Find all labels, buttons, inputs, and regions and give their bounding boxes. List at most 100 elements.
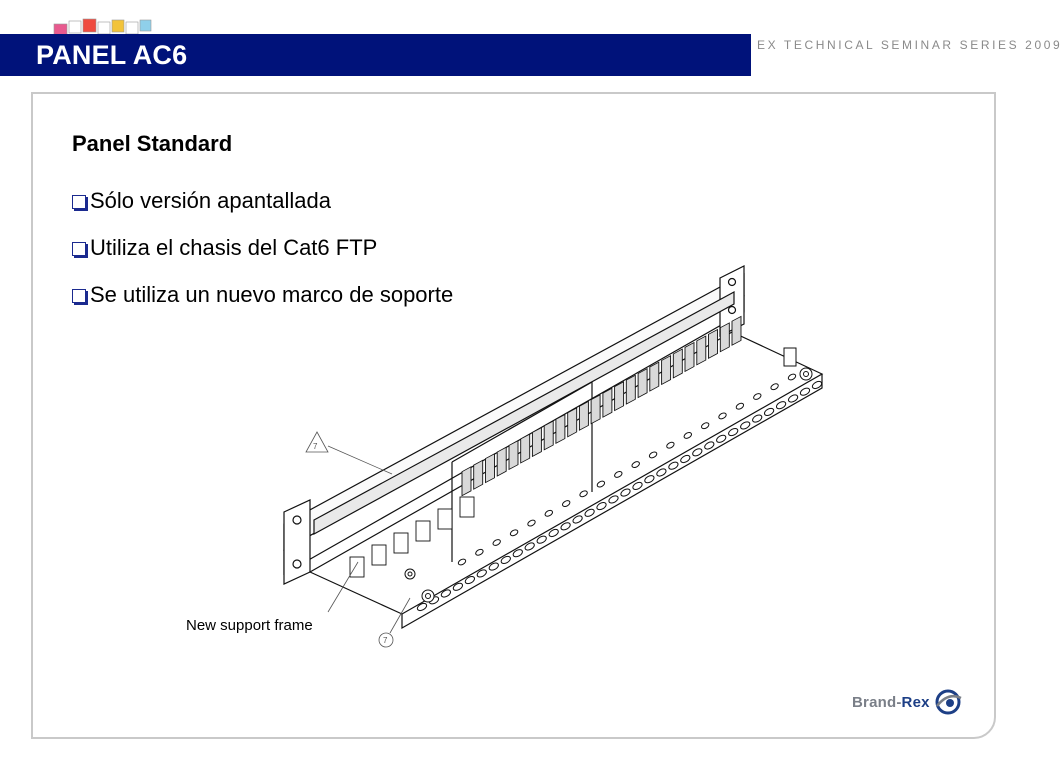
cable-tie-loop — [561, 500, 571, 508]
cable-tie-loop — [752, 414, 763, 423]
cable-tie-loop — [648, 451, 658, 459]
cable-tie-loop — [500, 555, 511, 564]
cable-tie-loop — [512, 549, 523, 558]
cable-tie-loop — [683, 431, 693, 439]
jack-module — [625, 374, 636, 405]
cable-tie-loop — [579, 490, 588, 498]
brand-name-part1: Brand- — [852, 693, 902, 711]
cable-tie-loop — [572, 515, 583, 524]
jack-module — [602, 387, 613, 418]
cable-tie-loop — [509, 529, 519, 537]
patch-panel-drawing: 7 7 — [283, 265, 824, 648]
jack-module — [567, 407, 578, 438]
jack-modules — [349, 315, 742, 578]
cable-tie-loop — [753, 393, 762, 400]
bullet-text: Se utiliza un nuevo marco de soporte — [90, 281, 454, 307]
cable-tie-loop — [560, 522, 571, 531]
cable-tie-loop — [548, 528, 559, 538]
jack-module — [731, 315, 742, 346]
bullet-item: Sólo versión apantallada — [72, 177, 453, 224]
checkbox-bullet-icon — [72, 241, 86, 256]
jack-module — [684, 341, 695, 373]
cable-tie-loop — [536, 535, 547, 544]
cable-tie-loop — [740, 421, 751, 430]
empty-jack-slot — [349, 556, 365, 578]
cable-tie-loop — [787, 373, 797, 381]
cable-tie-loop — [492, 539, 501, 546]
jack-module — [496, 446, 507, 477]
jack-module — [719, 322, 730, 353]
drawing-caption: New support frame — [186, 617, 313, 634]
jack-module — [672, 348, 683, 379]
callout-bottom-label: 7 — [383, 636, 388, 645]
cable-tie-loop — [584, 508, 595, 517]
jack-module — [485, 453, 495, 484]
cable-tie-loop — [631, 461, 640, 469]
jack-module — [590, 394, 601, 425]
jack-module — [555, 413, 566, 445]
cable-tie-loop — [680, 454, 691, 464]
jack-module — [637, 368, 648, 399]
checkbox-bullet-icon — [72, 288, 86, 303]
bullet-item: Se utiliza un nuevo marco de soporte — [72, 271, 453, 318]
seminar-logo — [53, 18, 152, 38]
cable-tie-loop — [763, 407, 775, 416]
jack-module — [578, 400, 589, 431]
cable-tie-loop — [527, 519, 536, 527]
cable-tie-loop — [700, 422, 710, 430]
cable-tie-loop — [718, 412, 727, 420]
brand-swoosh-icon — [935, 689, 962, 715]
callout-top-label: 7 — [313, 442, 318, 451]
bullet-text: Sólo versión apantallada — [90, 187, 331, 213]
jack-module — [461, 466, 472, 497]
empty-jack-slot — [437, 508, 453, 530]
cable-tie-loop — [735, 402, 745, 410]
cable-tie-loop — [728, 428, 739, 437]
jack-module — [708, 328, 718, 359]
cable-tie-loop — [787, 394, 799, 403]
jack-module — [473, 459, 484, 490]
cable-tie-loop — [457, 558, 467, 566]
cable-tie-loop — [416, 602, 428, 612]
jack-module — [543, 420, 554, 451]
cable-tie-loop — [475, 548, 484, 556]
cable-tie-loops — [416, 373, 823, 612]
cable-tie-loop — [476, 569, 487, 578]
cable-tie-loop — [524, 542, 535, 551]
section-heading: Panel Standard — [72, 131, 233, 156]
title-bar — [0, 34, 751, 76]
jack-module — [508, 439, 519, 471]
jack-module — [531, 426, 542, 458]
cable-tie-loop — [716, 434, 727, 443]
cable-tie-loop — [620, 488, 631, 497]
jack-module — [614, 381, 625, 412]
cable-tie-loop — [775, 401, 787, 410]
cable-tie-loop — [704, 441, 715, 450]
cable-tie-loop — [608, 495, 619, 504]
cable-tie-loop — [452, 582, 464, 591]
empty-jack-slot — [393, 532, 409, 554]
cable-tie-loop — [544, 509, 554, 517]
brand-logo: Brand-Rex — [852, 688, 963, 716]
seminar-series-label: EX TECHNICAL SEMINAR SERIES 2009 — [757, 38, 1062, 52]
cable-tie-loop — [596, 480, 606, 488]
cable-tie-loop — [666, 441, 675, 449]
jack-module — [520, 433, 531, 464]
cable-tie-loop — [614, 470, 623, 478]
bullet-item: Utiliza el chasis del Cat6 FTP — [72, 224, 453, 271]
cable-tie-loop — [811, 380, 823, 390]
cable-tie-loop — [596, 502, 607, 511]
content-frame — [31, 92, 996, 739]
cable-tie-loop — [464, 576, 476, 585]
empty-jack-slot — [415, 520, 431, 542]
cable-tie-loop — [692, 448, 703, 457]
cable-tie-loop — [770, 383, 779, 391]
cable-tie-loop — [799, 387, 811, 396]
jack-module — [649, 361, 660, 392]
empty-jack-slot — [459, 496, 475, 518]
cable-tie-loop — [488, 562, 499, 571]
brand-name-part2: Rex — [901, 693, 930, 711]
page-title: PANEL AC6 — [36, 40, 188, 70]
slide: PANEL AC6 EX TECHNICAL SEMINAR SERIES 20… — [0, 18, 1060, 739]
cable-tie-loop — [656, 468, 667, 477]
